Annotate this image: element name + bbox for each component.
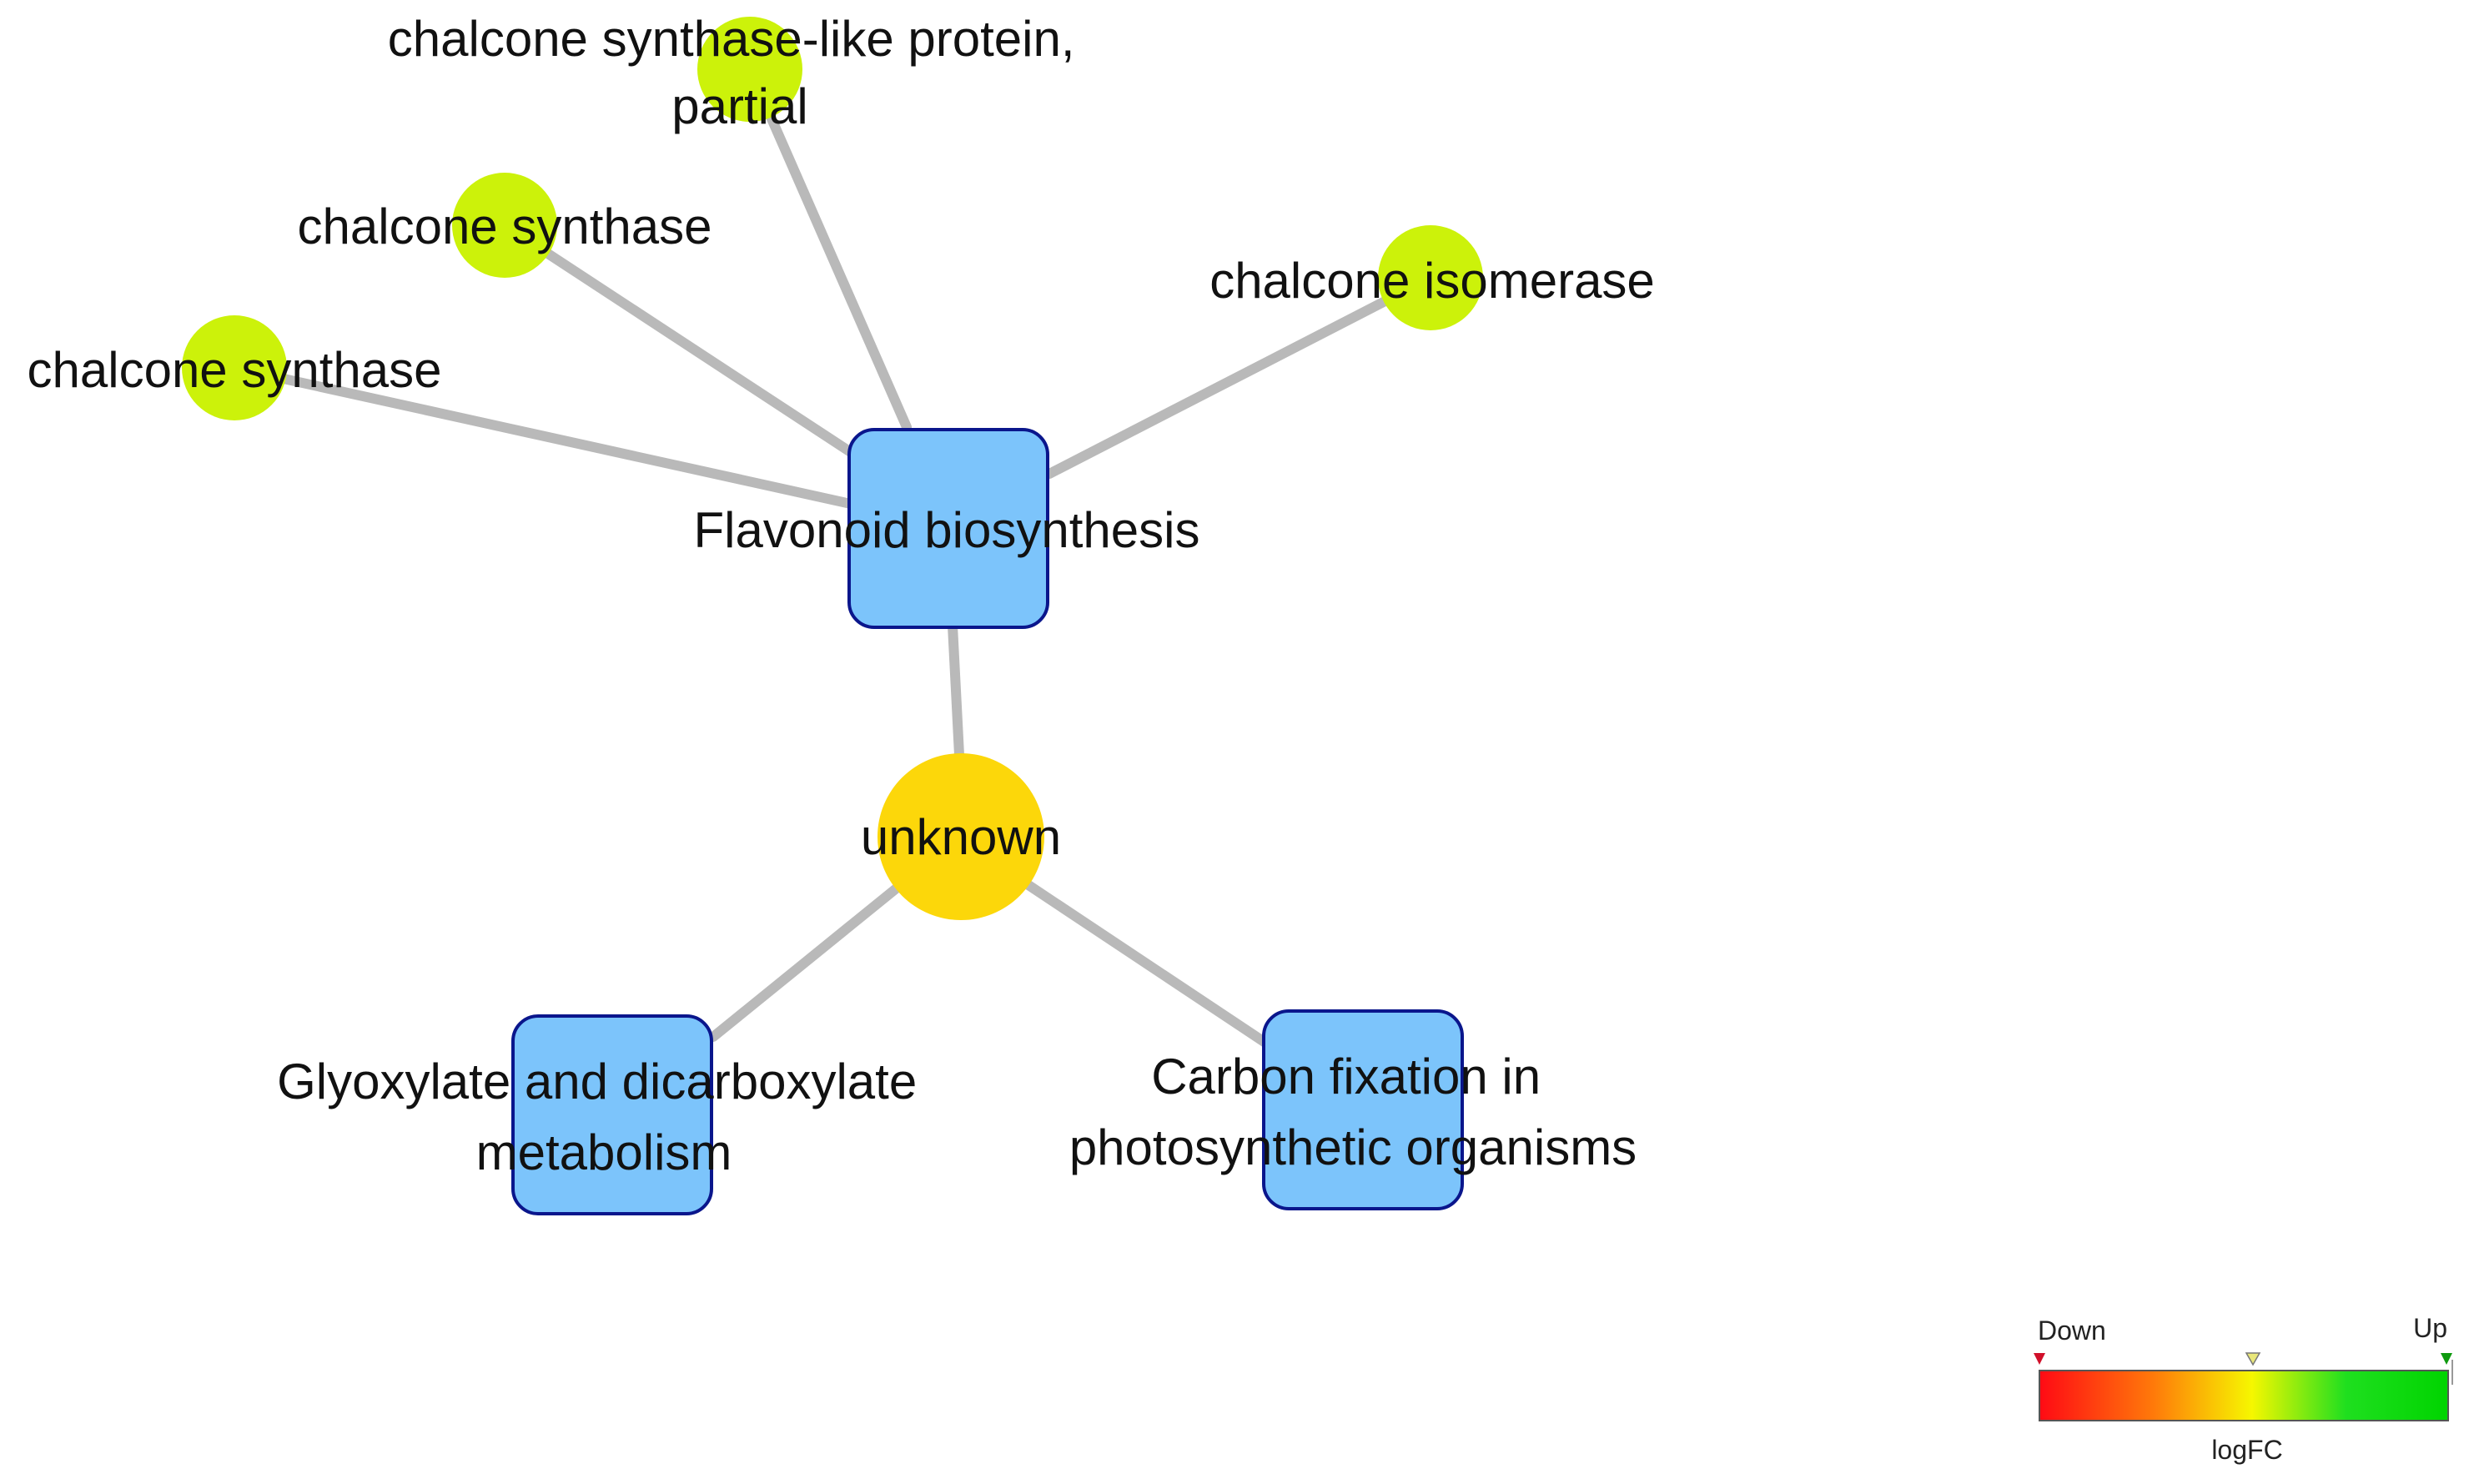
label-flavonoid-line1: Flavonoid biosynthesis bbox=[693, 502, 1199, 558]
logfc-legend: Down Up logFC bbox=[2034, 1313, 2453, 1465]
legend-down-marker bbox=[2034, 1353, 2045, 1365]
label-chi: chalcone isomerase bbox=[1209, 253, 1655, 309]
pathway-node-carbon[interactable] bbox=[1262, 1009, 1464, 1210]
pathway-nodes bbox=[511, 428, 1464, 1215]
edges bbox=[229, 64, 1436, 1048]
edge-flavonoid-chs2 bbox=[229, 363, 856, 509]
label-chs1: chalcone synthase bbox=[298, 199, 712, 254]
label-flavonoid: Flavonoid biosynthesis bbox=[693, 502, 1199, 558]
label-chi-line1: chalcone isomerase bbox=[1209, 253, 1655, 309]
label-chs2: chalcone synthase bbox=[28, 342, 442, 398]
gene-nodes bbox=[182, 17, 1483, 420]
gene-node-chs1[interactable] bbox=[452, 173, 557, 278]
legend-gradient-bar bbox=[2039, 1370, 2449, 1421]
gene-node-chs2[interactable] bbox=[182, 315, 287, 420]
label-carbon-line1: Carbon fixation in bbox=[1151, 1049, 1541, 1104]
label-chs1-line1: chalcone synthase bbox=[298, 199, 712, 254]
label-unknown: unknown bbox=[861, 809, 1061, 865]
label-glyoxylate-line1: Glyoxylate and dicarboxylate bbox=[277, 1054, 917, 1109]
label-carbon: Carbon fixation in photosynthetic organi… bbox=[1069, 1049, 1637, 1175]
edge-flavonoid-chs-like bbox=[745, 64, 912, 432]
edge-unknown-carbon bbox=[1021, 878, 1270, 1048]
node-labels: chalcone synthase-like protein, partial … bbox=[28, 11, 1655, 1180]
edge-flavonoid-unknown bbox=[948, 621, 964, 760]
pathway-node-glyoxylate[interactable] bbox=[511, 1014, 713, 1215]
gene-node-chi[interactable] bbox=[1378, 225, 1483, 330]
label-chs-like-line2: partial bbox=[671, 78, 807, 134]
legend-title: logFC bbox=[2211, 1435, 2282, 1465]
legend-mid-marker bbox=[2245, 1352, 2261, 1366]
edge-unknown-glyoxylate bbox=[708, 882, 903, 1042]
gene-node-chs-like[interactable] bbox=[697, 17, 802, 122]
edge-flavonoid-chs1 bbox=[500, 220, 868, 465]
legend-down-label: Down bbox=[2038, 1315, 2106, 1346]
label-glyoxylate-line2: metabolism bbox=[476, 1124, 732, 1180]
label-glyoxylate: Glyoxylate and dicarboxylate metabolism bbox=[277, 1054, 931, 1180]
edge-flavonoid-chi bbox=[1044, 273, 1436, 479]
label-chs-like-line1: chalcone synthase-like protein, bbox=[388, 11, 1075, 67]
pathway-node-flavonoid[interactable] bbox=[847, 428, 1049, 629]
label-chs-like: chalcone synthase-like protein, partial bbox=[388, 11, 1089, 134]
unknown-node[interactable] bbox=[877, 753, 1044, 920]
legend-up-label: Up bbox=[2413, 1313, 2447, 1343]
label-carbon-line2: photosynthetic organisms bbox=[1069, 1119, 1637, 1175]
label-chs2-line1: chalcone synthase bbox=[28, 342, 442, 398]
label-unknown-line1: unknown bbox=[861, 809, 1061, 865]
legend-up-marker bbox=[2441, 1353, 2452, 1365]
